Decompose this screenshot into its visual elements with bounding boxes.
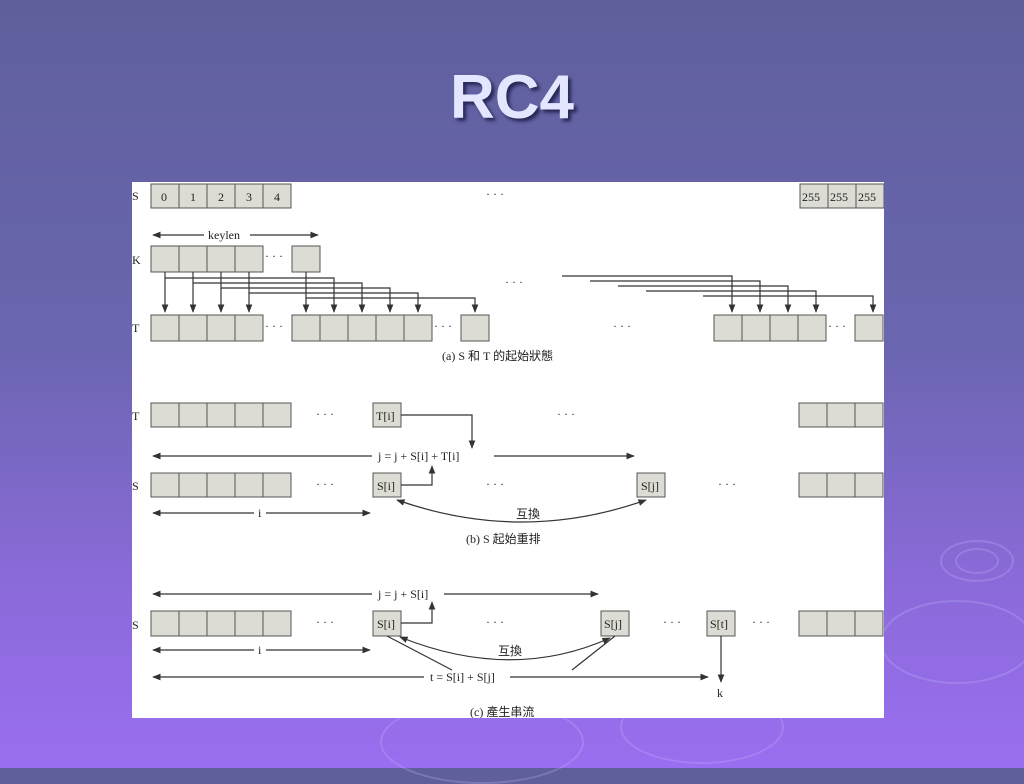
row-label-s: S xyxy=(132,618,139,632)
ripple-decoration xyxy=(940,540,1014,582)
ti-arrow xyxy=(401,414,476,449)
row-label-s: S xyxy=(132,189,139,203)
s-array-start: 0 1 2 3 4 xyxy=(150,183,292,209)
s-array-b xyxy=(150,472,884,498)
k-array xyxy=(150,245,321,273)
s-t-label: S[t] xyxy=(710,617,728,631)
s-i-label: S[i] xyxy=(377,479,395,493)
swap-label: 互換 xyxy=(498,644,522,658)
ripple-decoration xyxy=(955,548,999,574)
ellipsis: · · · xyxy=(486,477,504,491)
t-update-equation: t = S[i] + S[j] xyxy=(430,670,495,684)
ellipsis: · · · xyxy=(486,187,504,201)
t-i-label: T[i] xyxy=(376,409,395,423)
swap-label: 互換 xyxy=(516,507,540,521)
row-label-t: T xyxy=(132,321,140,335)
ellipsis: · · · xyxy=(316,477,334,491)
slide-title: RC4 xyxy=(449,63,575,132)
s-j-label: S[j] xyxy=(604,617,622,631)
caption-a: (a) S 和 T 的起始狀態 xyxy=(442,348,553,363)
t-array-b xyxy=(150,402,884,428)
s-i-label: S[i] xyxy=(377,617,395,631)
ripple-decoration xyxy=(880,600,1024,684)
keylen-label: keylen xyxy=(208,228,240,242)
ellipsis: · · · xyxy=(557,407,575,421)
t-array xyxy=(150,314,884,342)
ellipsis: · · · xyxy=(316,615,334,629)
si-to-j-arrow xyxy=(401,601,436,624)
i-label: i xyxy=(258,506,262,520)
ellipsis: · · · xyxy=(316,407,334,421)
ellipsis: · · · xyxy=(265,249,283,263)
s-array-c xyxy=(150,610,884,637)
si-to-t-line xyxy=(386,635,453,671)
swap-arrow xyxy=(396,499,647,523)
si-to-j-arrow xyxy=(401,465,436,486)
keystream-k-label: k xyxy=(717,686,723,700)
caption-b: (b) S 起始重排 xyxy=(466,532,541,546)
key-to-t-connectors xyxy=(161,272,877,313)
j-update-equation: j = j + S[i] xyxy=(377,587,428,601)
s-cell-value: 4 xyxy=(274,190,280,204)
ellipsis: · · · xyxy=(434,319,452,333)
s-cell-value: 255 xyxy=(858,190,876,204)
s-cell-value: 2 xyxy=(218,190,224,204)
i-label: i xyxy=(258,643,262,657)
rc4-diagram: S 0 1 2 3 4 · · · 255 255 255 keylen K ·… xyxy=(132,182,884,718)
ellipsis: · · · xyxy=(486,615,504,629)
ellipsis: · · · xyxy=(752,615,770,629)
rc4-diagram-svg: S 0 1 2 3 4 · · · 255 255 255 keylen K ·… xyxy=(132,183,884,718)
caption-c: (c) 產生串流 xyxy=(470,704,534,718)
row-label-k: K xyxy=(132,253,141,267)
ellipsis: · · · xyxy=(265,319,283,333)
row-label-s: S xyxy=(132,479,139,493)
s-cell-value: 3 xyxy=(246,190,252,204)
ellipsis: · · · xyxy=(505,275,523,289)
s-cell-value: 255 xyxy=(802,190,820,204)
s-cell-value: 0 xyxy=(161,190,167,204)
s-j-label: S[j] xyxy=(641,479,659,493)
s-cell-value: 1 xyxy=(190,190,196,204)
s-array-end: 255 255 255 xyxy=(799,183,884,209)
ellipsis: · · · xyxy=(663,615,681,629)
j-update-equation: j = j + S[i] + T[i] xyxy=(377,449,459,463)
row-label-t: T xyxy=(132,409,140,423)
ellipsis: · · · xyxy=(613,319,631,333)
ellipsis: · · · xyxy=(828,319,846,333)
sj-to-t-line xyxy=(571,635,616,671)
ellipsis: · · · xyxy=(718,477,736,491)
swap-arrow xyxy=(399,636,611,661)
s-cell-value: 255 xyxy=(830,190,848,204)
